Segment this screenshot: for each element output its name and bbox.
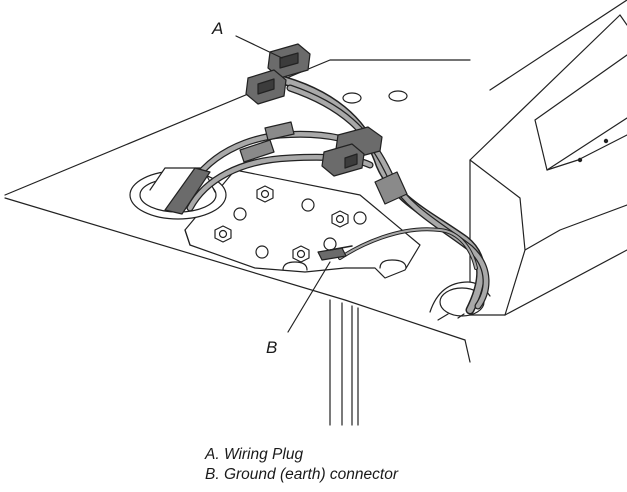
callout-a-leader <box>235 35 283 59</box>
ground-connector <box>317 245 353 261</box>
housing-block <box>469 0 627 316</box>
wiring-plugs <box>245 43 383 177</box>
legend-item-wiring-plug: A. Wiring Plug <box>205 446 304 463</box>
callout-b-leader <box>287 261 331 333</box>
hex-nuts <box>214 185 349 263</box>
base-hole <box>342 92 362 104</box>
mounting-bracket <box>184 169 421 279</box>
callout-a-label: A <box>212 19 224 38</box>
base-panel <box>4 59 471 426</box>
legend-item-ground-connector: B. Ground (earth) connector <box>205 466 398 483</box>
callout-b-label: B <box>266 338 278 357</box>
wire-harness <box>164 73 490 315</box>
base-hole <box>388 90 408 102</box>
legend: A. Wiring Plug B. Ground (earth) connect… <box>205 445 535 485</box>
